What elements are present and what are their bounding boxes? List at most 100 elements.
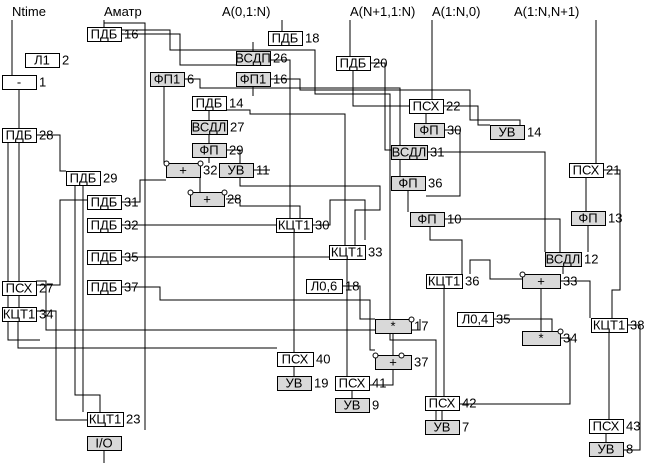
- input-label-amatr: Aматр: [104, 4, 142, 19]
- block-box: [589, 419, 624, 434]
- block-number: 11: [256, 163, 270, 178]
- block-number: 14: [527, 125, 541, 140]
- block-label: КЦТ1: [278, 218, 310, 233]
- block-box: [236, 51, 271, 66]
- block-label: Л0,4: [462, 312, 489, 327]
- block-number: 41: [372, 376, 386, 391]
- block-kct23: КЦТ1 23: [87, 412, 140, 427]
- input-label-ntime: Ntime: [12, 4, 46, 19]
- block-number: 40: [316, 352, 330, 367]
- block-number: 13: [608, 211, 622, 226]
- block-label: ФП1: [154, 72, 180, 87]
- block-label: ПСХ: [6, 281, 33, 296]
- port-circle: [372, 352, 379, 359]
- wire-70: [17, 321, 277, 349]
- wire-68: [121, 179, 166, 203]
- block-box: [66, 171, 101, 186]
- block-number: 12: [584, 252, 598, 267]
- block-label: ПДБ: [91, 218, 118, 233]
- block-box: [425, 420, 460, 435]
- block-label: ПДБ: [91, 27, 118, 42]
- wire-55: [429, 226, 463, 274]
- block-number: 32: [124, 218, 138, 233]
- block-number: 16: [124, 27, 138, 42]
- block-box: [87, 195, 122, 210]
- wire-49: [623, 324, 641, 451]
- wire-51: [459, 337, 571, 405]
- block-label: КЦТ1: [3, 307, 35, 322]
- block-number: 35: [124, 250, 138, 265]
- block-box: [391, 176, 426, 191]
- block-label: Л1: [34, 53, 50, 68]
- block-label: +: [537, 274, 545, 289]
- block-number: 30: [447, 123, 461, 138]
- wire-47: [560, 280, 591, 318]
- block-box: [391, 145, 428, 160]
- block-label: ПДБ: [340, 56, 367, 71]
- block-label: УВ: [434, 420, 451, 435]
- block-box: [457, 312, 494, 327]
- block-box: [277, 376, 312, 391]
- block-label: УВ: [228, 163, 245, 178]
- block-uv11: УВ 11: [219, 163, 270, 178]
- block-label: КЦТ1: [331, 245, 363, 260]
- block-label: ПДБ: [91, 280, 118, 295]
- block-box: [329, 245, 366, 260]
- block-box: [191, 120, 228, 135]
- port-circle: [221, 189, 228, 196]
- block-io: I/O: [87, 436, 122, 451]
- block-fp13: ФП 13: [571, 211, 622, 226]
- block-pdb20: ПДБ 20: [336, 56, 387, 71]
- wire-58: [342, 285, 375, 320]
- block-label: КЦТ1: [89, 412, 121, 427]
- port-circle: [197, 160, 204, 167]
- block-number: 23: [126, 412, 140, 427]
- input-label-a01n: A(0,1:N): [222, 4, 270, 19]
- wire-16: [36, 199, 87, 286]
- input-label-a1nn1: A(1:N,N+1): [514, 4, 579, 19]
- block-box: [150, 72, 185, 87]
- block-box: [335, 398, 370, 413]
- block-plus37: +37: [372, 352, 428, 370]
- block-number: 33: [563, 274, 577, 289]
- block-box: [25, 53, 60, 68]
- block-label: УВ: [344, 398, 361, 413]
- block-box: [569, 163, 604, 178]
- block-number: 30: [315, 218, 329, 233]
- port-circle: [163, 160, 170, 167]
- block-label: ПДБ: [70, 171, 97, 186]
- wire-52: [469, 259, 522, 280]
- block-label: ФП: [419, 123, 438, 138]
- block-box: [219, 163, 254, 178]
- wire-41: [444, 218, 561, 252]
- wire-34: [352, 70, 409, 107]
- block-number: 26: [273, 51, 287, 66]
- wire-67: [121, 286, 375, 351]
- block-label: ВСДЛ: [546, 252, 581, 267]
- block-mul17: *17: [375, 316, 428, 334]
- block-number: 17: [414, 319, 428, 334]
- block-box: [545, 252, 582, 267]
- block-label: ПДБ: [91, 250, 118, 265]
- block-number: 33: [368, 245, 382, 260]
- block-number: 27: [39, 281, 53, 296]
- block-number: 18: [305, 31, 319, 46]
- block-number: 20: [373, 56, 387, 71]
- block-plus32: +32: [163, 160, 217, 178]
- block-number: 42: [462, 396, 476, 411]
- block-number: 38: [630, 318, 644, 333]
- block-number: 1: [39, 75, 46, 90]
- block-number: 22: [446, 99, 460, 114]
- block-box: [425, 396, 460, 411]
- block-label: ФП: [578, 211, 597, 226]
